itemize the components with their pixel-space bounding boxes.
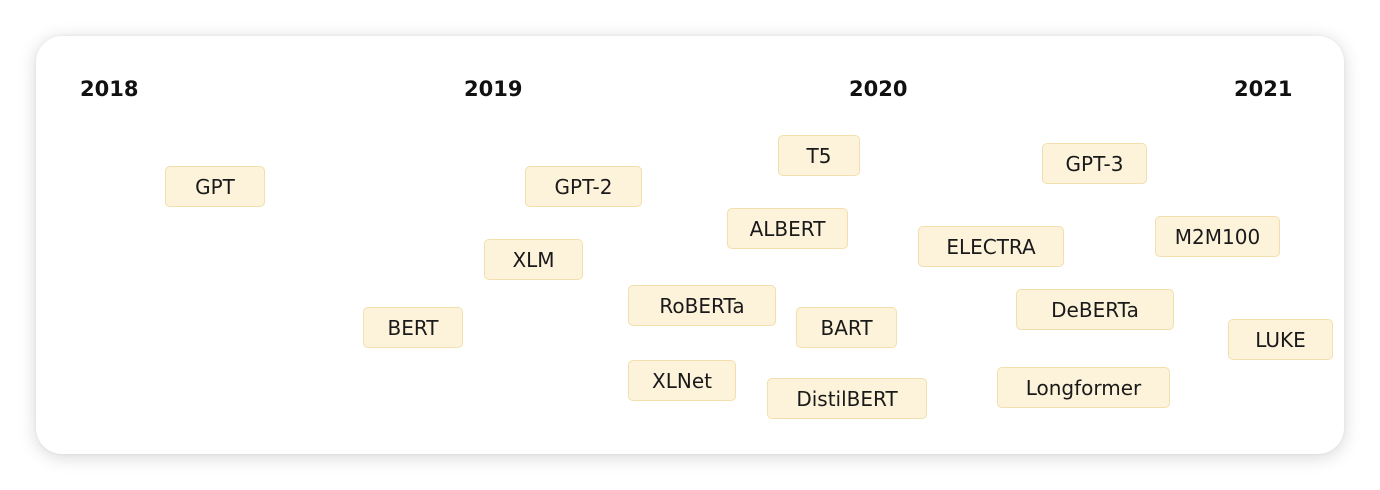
model-box-roberta: RoBERTa <box>628 285 776 326</box>
year-label-2020: 2020 <box>849 77 908 101</box>
model-box-bert: BERT <box>363 307 463 348</box>
model-box-bart: BART <box>796 307 897 348</box>
model-box-luke: LUKE <box>1228 319 1333 360</box>
model-box-xlm: XLM <box>484 239 583 280</box>
year-label-2019: 2019 <box>464 77 523 101</box>
model-box-distilbert: DistilBERT <box>767 378 927 419</box>
model-box-gpt-3: GPT-3 <box>1042 143 1147 184</box>
model-box-deberta: DeBERTa <box>1016 289 1174 330</box>
model-box-m2m100: M2M100 <box>1155 216 1280 257</box>
model-box-xlnet: XLNet <box>628 360 736 401</box>
model-box-longformer: Longformer <box>997 367 1170 408</box>
model-box-albert: ALBERT <box>727 208 848 249</box>
model-box-gpt-2: GPT-2 <box>525 166 642 207</box>
year-label-2018: 2018 <box>80 77 139 101</box>
model-box-gpt: GPT <box>165 166 265 207</box>
model-box-t5: T5 <box>778 135 860 176</box>
model-box-electra: ELECTRA <box>918 226 1064 267</box>
year-label-2021: 2021 <box>1234 77 1293 101</box>
